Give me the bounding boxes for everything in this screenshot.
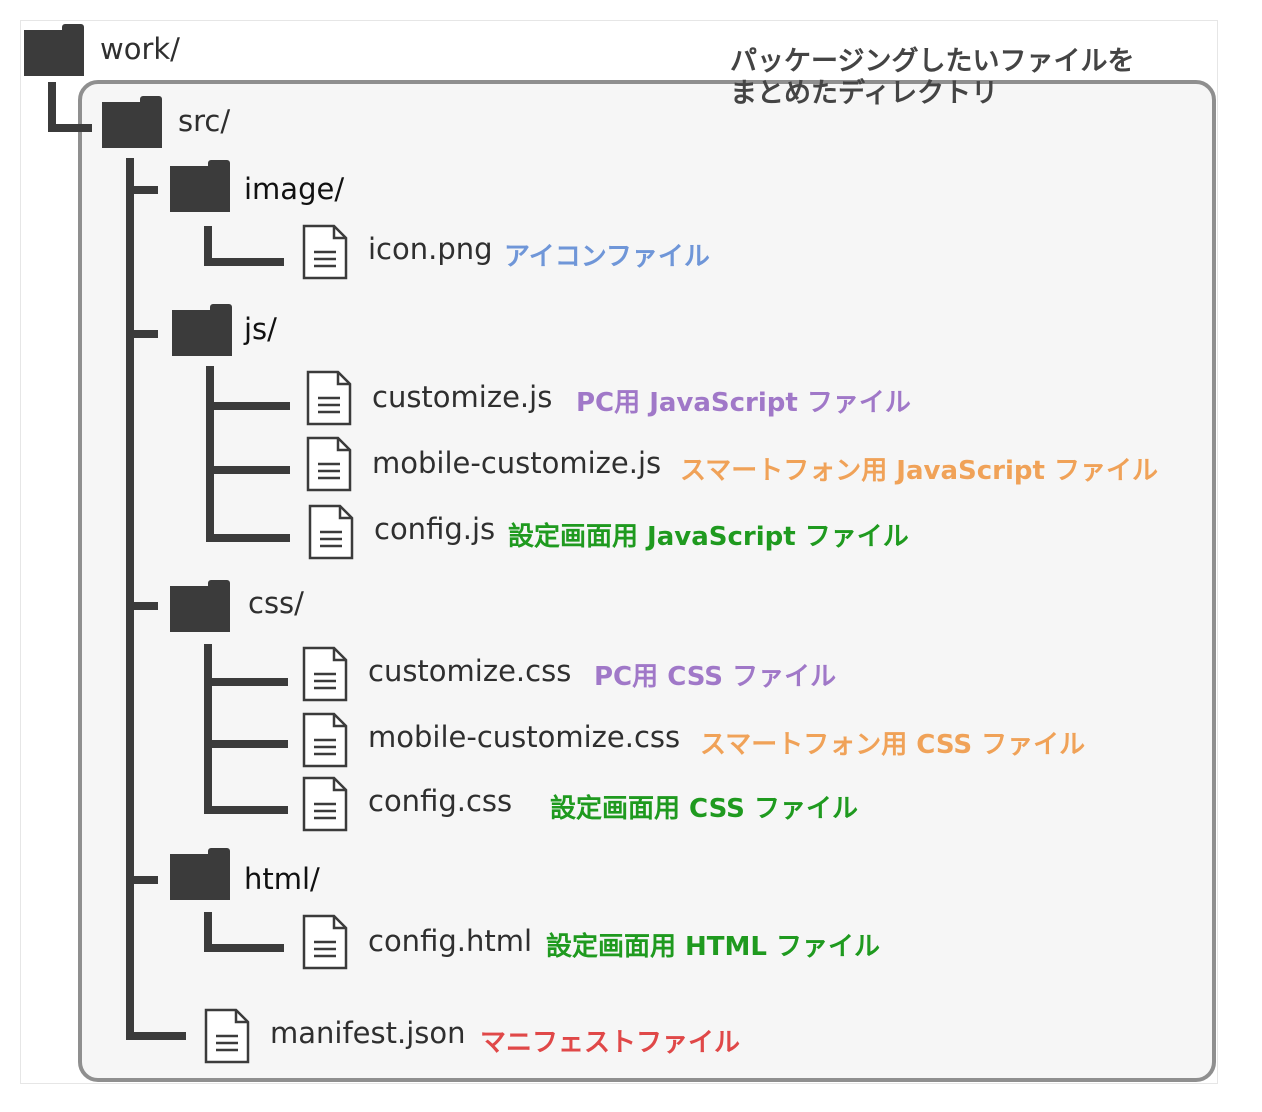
connector-src-to-css — [126, 602, 158, 610]
connector-js-to-mobile — [206, 466, 290, 474]
file-icon — [306, 436, 352, 492]
file-note-mobile-customize-js: スマートフォン用 JavaScript ファイル — [680, 456, 1158, 486]
connector-html-vertical — [204, 912, 212, 952]
caption-line-2: まとめたディレクトリ — [730, 78, 999, 109]
src-folder-label: src/ — [178, 104, 231, 138]
file-icon — [308, 504, 354, 560]
connector-css-to-customize — [204, 678, 288, 686]
file-name-config-html: config.html — [368, 924, 533, 958]
image-folder-label: image/ — [244, 172, 345, 206]
caption-line-1: パッケージングしたいファイルを — [730, 46, 1135, 77]
connector-css-vertical — [204, 644, 212, 814]
file-note-config-html: 設定画面用 HTML ファイル — [546, 932, 881, 962]
file-note-customize-js: PC用 JavaScript ファイル — [576, 388, 911, 418]
work-folder-label: work/ — [100, 32, 180, 66]
file-name-config-css: config.css — [368, 784, 513, 818]
connector-src-to-html — [126, 876, 158, 884]
folder-icon — [170, 160, 230, 212]
connector-js-vertical — [206, 366, 214, 542]
file-name-mobile-customize-js: mobile-customize.js — [372, 446, 662, 480]
file-name-manifest-json: manifest.json — [270, 1016, 466, 1050]
connector-src-trunk — [126, 158, 134, 1040]
file-icon — [302, 224, 348, 280]
connector-js-to-customize — [206, 402, 290, 410]
connector-css-to-config — [204, 806, 288, 814]
file-note-icon-png: アイコンファイル — [504, 242, 710, 272]
folder-icon — [24, 24, 84, 76]
connector-css-to-mobile — [204, 740, 288, 748]
file-icon — [302, 914, 348, 970]
connector-src-to-js — [126, 330, 158, 338]
connector-html-to-config — [204, 944, 284, 952]
file-name-config-js: config.js — [374, 512, 496, 546]
file-name-customize-css: customize.css — [368, 654, 572, 688]
folder-icon — [172, 304, 232, 356]
file-note-mobile-customize-css: スマートフォン用 CSS ファイル — [700, 730, 1086, 760]
connector-work-vertical — [48, 82, 56, 132]
connector-src-to-manifest — [126, 1032, 186, 1040]
html-folder-label: html/ — [244, 862, 320, 896]
file-icon — [204, 1008, 250, 1064]
file-note-manifest-json: マニフェストファイル — [480, 1028, 741, 1058]
css-folder-label: css/ — [248, 586, 304, 620]
folder-icon — [170, 580, 230, 632]
file-note-config-js: 設定画面用 JavaScript ファイル — [508, 522, 909, 552]
file-icon — [302, 712, 348, 768]
file-note-customize-css: PC用 CSS ファイル — [594, 662, 837, 692]
file-icon — [302, 646, 348, 702]
file-name-customize-js: customize.js — [372, 380, 553, 414]
folder-icon — [102, 96, 162, 148]
connector-js-to-config — [206, 534, 290, 542]
diagram-frame — [20, 20, 1218, 1084]
package-directory-box — [78, 80, 1216, 1082]
connector-src-to-image — [126, 186, 158, 194]
folder-icon — [170, 848, 230, 900]
connector-image-to-icon — [204, 258, 284, 266]
file-note-config-css: 設定画面用 CSS ファイル — [550, 794, 858, 824]
file-name-mobile-customize-css: mobile-customize.css — [368, 720, 681, 754]
connector-work-to-src — [48, 124, 92, 132]
js-folder-label: js/ — [244, 312, 277, 346]
file-name-icon-png: icon.png — [368, 232, 493, 266]
file-icon — [306, 370, 352, 426]
package-directory-caption: パッケージングしたいファイルを まとめたディレクトリ — [730, 46, 1134, 110]
file-icon — [302, 776, 348, 832]
connector-image-vertical — [204, 226, 212, 266]
